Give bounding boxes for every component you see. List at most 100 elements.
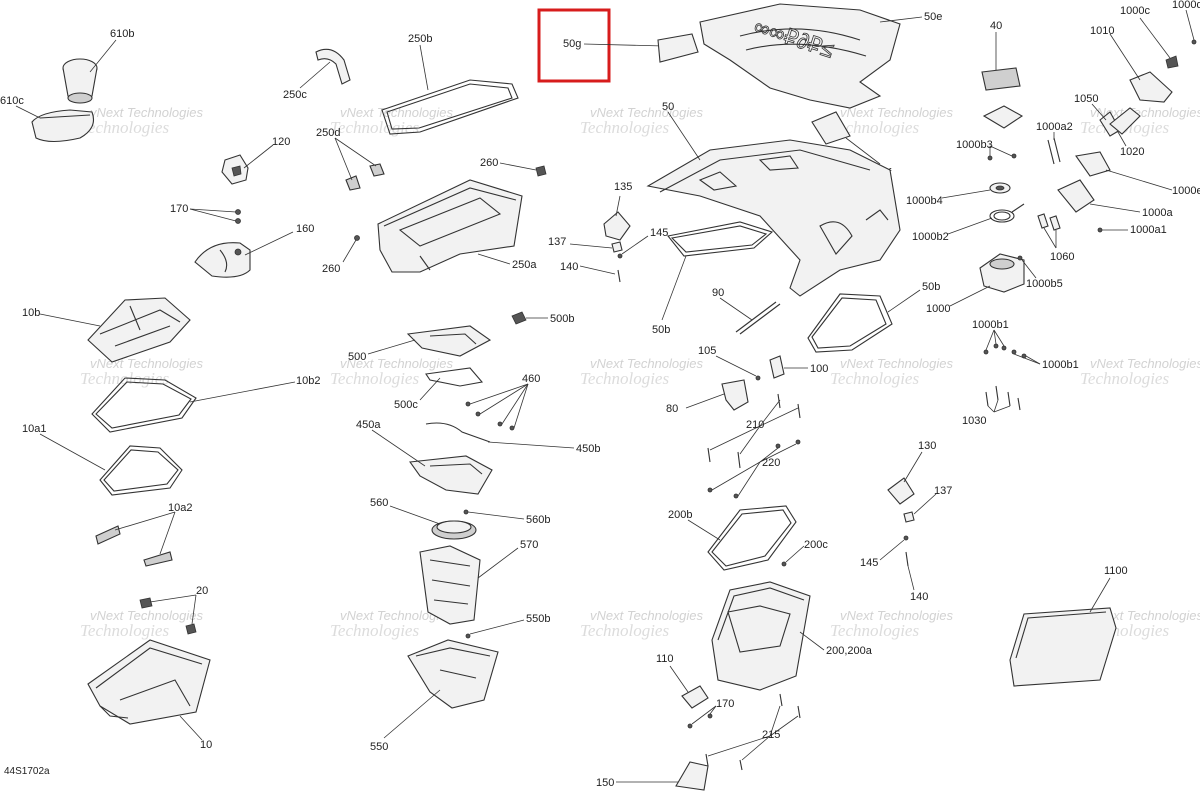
part-80[interactable] [721,379,749,411]
part-450b[interactable] [425,422,491,443]
part-1000b2[interactable] [989,203,1025,223]
part-1060[interactable] [1037,213,1061,231]
part-150[interactable] [675,761,709,791]
part-1030[interactable] [985,385,1021,411]
label-220: 220 [762,457,780,469]
label-10: 10 [200,739,212,751]
label-150: 150 [596,777,614,789]
part-560b[interactable] [463,509,469,515]
part-200-200a[interactable] [711,581,811,691]
label-120: 120 [272,136,290,148]
part-550b[interactable] [465,633,471,639]
part-1000a2[interactable] [1047,137,1061,165]
watermark-group: vNext Technologies Technologies vNext Te… [80,105,1200,640]
label-215: 215 [762,729,780,741]
part-100[interactable] [769,355,785,379]
watermark-line2: Technologies [330,621,419,640]
label-610c: 610c [0,95,24,107]
part-200c[interactable] [781,561,787,567]
part-500c[interactable] [425,367,484,387]
part-10b[interactable] [87,297,191,363]
part-460[interactable] [465,401,515,431]
part-1100[interactable] [1009,607,1117,687]
part-145-b[interactable] [903,535,909,541]
part-130[interactable] [887,477,915,505]
part-140-a[interactable] [617,269,621,283]
part-260-a[interactable] [535,165,547,177]
part-135[interactable] [603,211,631,241]
watermark-line2: Technologies [830,621,919,640]
part-1000a1[interactable] [1097,227,1103,233]
label-10a1: 10a1 [22,423,46,435]
watermark-line2: Technologies [580,621,669,640]
part-1000b4[interactable] [989,182,1011,194]
part-220[interactable] [707,439,801,499]
part-10a2[interactable] [95,525,173,567]
part-1000e[interactable] [1075,151,1111,177]
part-140-b[interactable] [905,551,909,567]
part-610c[interactable] [31,109,95,143]
part-105[interactable] [755,375,761,381]
part-50g[interactable] [657,33,699,63]
label-1060: 1060 [1050,251,1074,263]
part-1000b3[interactable] [982,105,1024,161]
label-160: 160 [296,223,314,235]
part-1000[interactable] [979,253,1025,293]
part-137-b[interactable] [903,511,915,523]
part-170-bolts[interactable] [235,209,241,224]
part-210[interactable] [707,393,801,469]
label-450b: 450b [576,443,600,455]
part-10b2[interactable] [91,377,197,433]
part-120[interactable] [221,154,249,185]
part-250a[interactable] [377,179,523,273]
part-137-a[interactable] [611,241,623,253]
label-1010: 1010 [1090,25,1114,37]
part-50b-right[interactable] [807,293,893,353]
part-110[interactable] [681,685,709,709]
label-20: 20 [196,585,208,597]
part-1000a[interactable] [1057,179,1095,213]
part-50e[interactable]: ∞∞₽∂₽≤ [699,3,901,109]
label-130: 130 [918,440,936,452]
label-200b: 200b [668,509,692,521]
part-250d[interactable] [345,163,385,191]
part-215[interactable] [705,693,801,771]
part-500[interactable] [406,325,492,357]
part-50b-left[interactable] [667,221,774,257]
label-610b: 610b [110,28,134,40]
part-250c[interactable] [315,48,351,85]
part-40[interactable] [981,67,1021,91]
part-145-a[interactable] [617,253,623,259]
label-250d: 250d [316,127,340,139]
part-560[interactable] [431,520,477,540]
part-450a[interactable] [409,455,493,495]
part-1020[interactable] [1109,107,1141,135]
part-610b[interactable] [62,58,98,104]
part-50f[interactable] [811,111,851,145]
part-1000b5[interactable] [1017,255,1023,261]
part-50[interactable] [646,139,901,297]
part-550[interactable] [407,639,499,709]
part-1010[interactable] [1129,71,1173,103]
label-1000a: 1000a [1142,207,1173,219]
part-1000c[interactable] [1165,55,1179,69]
part-160[interactable] [194,242,251,278]
part-250b[interactable] [381,79,519,135]
label-140a: 140 [560,261,578,273]
part-20[interactable] [139,597,197,635]
part-1000d[interactable] [1191,39,1197,45]
label-450a: 450a [356,419,381,431]
part-570[interactable] [419,545,481,625]
part-500b[interactable] [511,311,527,325]
part-200b[interactable] [707,505,797,571]
label-40: 40 [990,20,1002,32]
part-90[interactable] [735,301,781,335]
label-1000b1b: 1000b1 [1042,359,1079,371]
watermark-line1: vNext Technologies [840,105,953,120]
part-260-b[interactable] [354,235,360,241]
label-1000: 1000 [926,303,950,315]
label-560b: 560b [526,514,550,526]
part-10[interactable] [87,639,211,725]
part-10a1[interactable] [99,445,183,496]
part-170-b[interactable] [687,713,713,729]
